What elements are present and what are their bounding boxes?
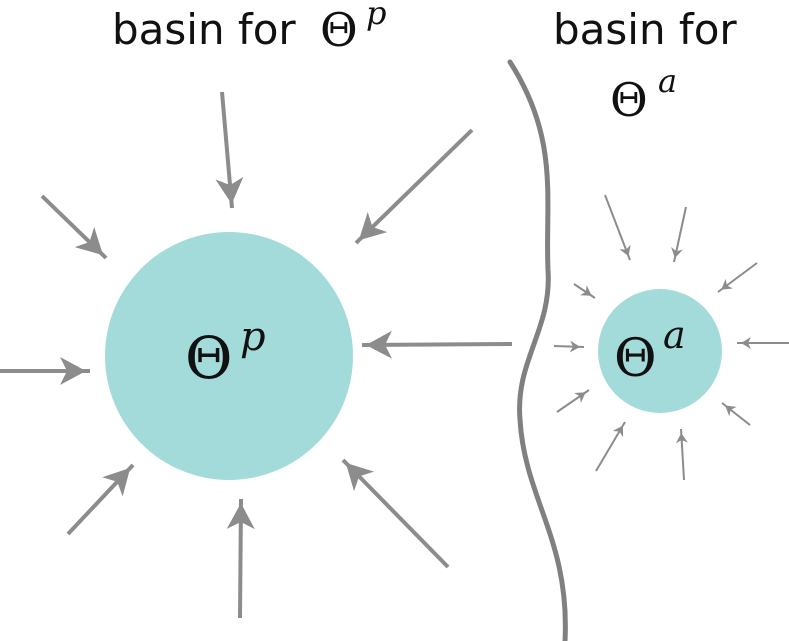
basin-p-arrow-right	[361, 330, 513, 359]
basin-p-superscript: p	[240, 314, 266, 360]
basin-a-arrow-bottom	[675, 428, 688, 481]
basin-boundary-line	[507, 59, 568, 641]
basin-a-arrow-upper-left	[573, 283, 596, 299]
basin-a-label: Θ a	[614, 313, 686, 389]
basin-p-circle	[105, 232, 353, 480]
basin-a-arrow-bottom-left	[595, 421, 626, 472]
basin-a-arrow-upper-right	[717, 262, 758, 293]
basin-a-arrow-top-left	[604, 194, 631, 261]
caption-basin-a: basin for Θ a	[553, 5, 737, 127]
basin-a-superscript: a	[663, 313, 686, 357]
caption-basin-p-symbol: Θ	[320, 3, 358, 57]
basin-a-arrow-lower-right	[721, 402, 751, 426]
caption-basin-p-text: basin for	[112, 5, 296, 54]
basin-p-arrow-bottom-left	[66, 463, 135, 536]
basin-a-arrow-left	[553, 340, 585, 353]
basin-p-arrows	[0, 91, 513, 619]
basin-p-arrow-top-right	[354, 128, 474, 245]
basin-p-symbol: Θ	[185, 324, 233, 392]
basin-a-arrow-top-right	[671, 206, 687, 263]
caption-basin-p-superscript: p	[366, 0, 386, 32]
caption-basin-a-text: basin for	[553, 5, 737, 54]
caption-basin-a-superscript: a	[658, 62, 677, 100]
basin-p-arrow-bottom	[226, 498, 255, 619]
basin-a-circle	[598, 289, 722, 413]
basin-a-symbol: Θ	[614, 329, 657, 389]
caption-basin-a-symbol: Θ	[610, 73, 648, 127]
basin-a-arrows	[553, 194, 789, 481]
basin-a-arrow-lower-left	[556, 389, 590, 413]
basin-p-arrow-top-left	[40, 194, 108, 260]
basin-p-arrow-bottom-right	[341, 458, 450, 569]
basin-p-arrow-top	[215, 91, 244, 209]
caption-basin-p: basin for Θ p	[112, 0, 386, 57]
basin-p-label: Θ p	[185, 314, 266, 392]
